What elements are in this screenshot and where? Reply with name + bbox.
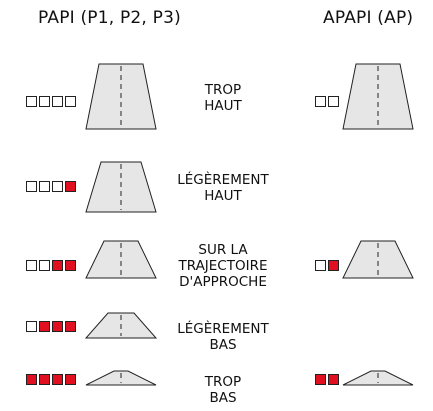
apapi-lights bbox=[315, 96, 339, 107]
lamp-white-1 bbox=[26, 181, 37, 192]
lamp-white-3 bbox=[52, 96, 63, 107]
lamp-white-3 bbox=[52, 181, 63, 192]
papi-runway bbox=[85, 240, 157, 279]
runway-outline bbox=[342, 240, 414, 279]
lamp-red-4 bbox=[65, 374, 76, 385]
papi-lights bbox=[26, 321, 76, 332]
papi-lights bbox=[26, 96, 76, 107]
lamp-white-1 bbox=[315, 260, 326, 271]
indication-label-line: SUR LA bbox=[198, 242, 248, 258]
indication-label-line: TROP bbox=[204, 82, 242, 98]
apapi-runway bbox=[342, 63, 414, 130]
lamp-red-3 bbox=[52, 321, 63, 332]
papi-lights bbox=[26, 374, 76, 385]
lamp-red-4 bbox=[65, 260, 76, 271]
indication-label-line: BAS bbox=[209, 337, 237, 353]
papi-runway bbox=[85, 370, 157, 386]
indication-label-line: HAUT bbox=[204, 98, 242, 114]
lamp-red-2 bbox=[39, 321, 50, 332]
apapi-runway bbox=[342, 370, 414, 386]
lamp-white-4 bbox=[65, 96, 76, 107]
indication-label-line: HAUT bbox=[204, 188, 242, 204]
lamp-red-2 bbox=[328, 260, 339, 271]
lamp-white-2 bbox=[39, 96, 50, 107]
runway-outline bbox=[85, 240, 157, 279]
papi-lights bbox=[26, 181, 76, 192]
indication-label-line: BAS bbox=[209, 390, 237, 406]
lamp-red-1 bbox=[26, 374, 37, 385]
apapi-header: APAPI (AP) bbox=[323, 8, 414, 28]
lamp-white-2 bbox=[328, 96, 339, 107]
papi-lights bbox=[26, 260, 76, 271]
papi-runway bbox=[85, 161, 157, 213]
lamp-red-2 bbox=[39, 374, 50, 385]
lamp-white-1 bbox=[26, 321, 37, 332]
indication-label-line: TRAJECTOIRE bbox=[178, 258, 268, 274]
apapi-lights bbox=[315, 374, 339, 385]
papi-runway bbox=[84, 312, 158, 339]
lamp-white-2 bbox=[39, 181, 50, 192]
indication-label-line: LÉGÈREMENT bbox=[177, 321, 269, 337]
lamp-red-4 bbox=[65, 321, 76, 332]
apapi-runway bbox=[342, 240, 414, 279]
lamp-white-1 bbox=[315, 96, 326, 107]
apapi-lights bbox=[315, 260, 339, 271]
indication-label-line: D'APPROCHE bbox=[179, 274, 267, 290]
papi-header: PAPI (P1, P2, P3) bbox=[38, 8, 181, 28]
indication-label-line: TROP bbox=[204, 374, 242, 390]
lamp-red-2 bbox=[328, 374, 339, 385]
lamp-white-2 bbox=[39, 260, 50, 271]
lamp-white-1 bbox=[26, 96, 37, 107]
lamp-white-1 bbox=[26, 260, 37, 271]
lamp-red-1 bbox=[315, 374, 326, 385]
lamp-red-4 bbox=[65, 181, 76, 192]
lamp-red-3 bbox=[52, 374, 63, 385]
papi-runway bbox=[85, 63, 157, 130]
lamp-red-3 bbox=[52, 260, 63, 271]
indication-label-line: LÉGÈREMENT bbox=[177, 172, 269, 188]
